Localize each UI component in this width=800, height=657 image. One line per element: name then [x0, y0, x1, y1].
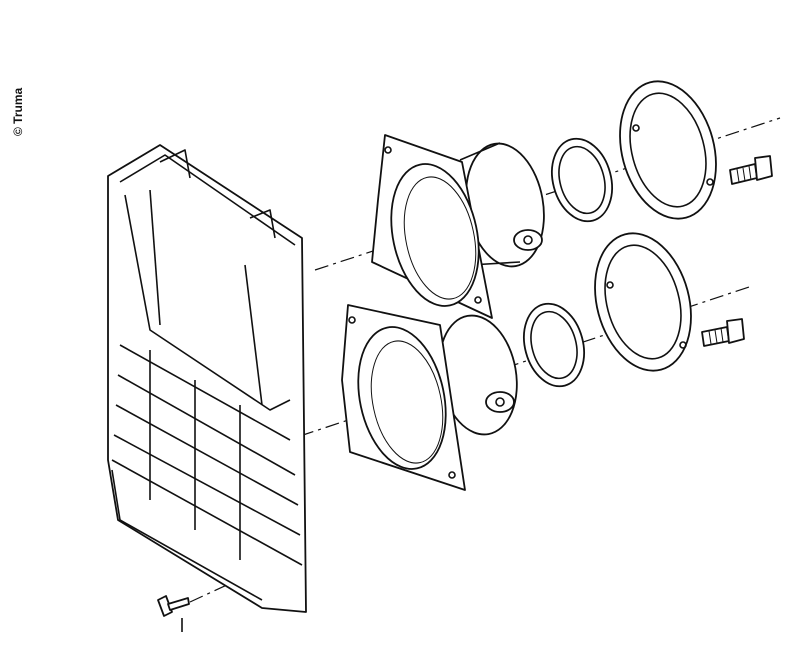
lower-seal-ring — [523, 302, 585, 388]
lower-duct-flange — [341, 304, 518, 491]
upper-bolt — [729, 155, 773, 185]
lower-bolt — [701, 318, 745, 347]
grille-slats — [111, 344, 303, 566]
upper-retaining-ring — [619, 80, 717, 220]
lower-retaining-ring — [594, 232, 692, 372]
grille-housing — [107, 144, 307, 613]
screw — [157, 595, 190, 632]
upper-duct-flange — [371, 134, 545, 319]
upper-seal-ring — [551, 137, 613, 223]
